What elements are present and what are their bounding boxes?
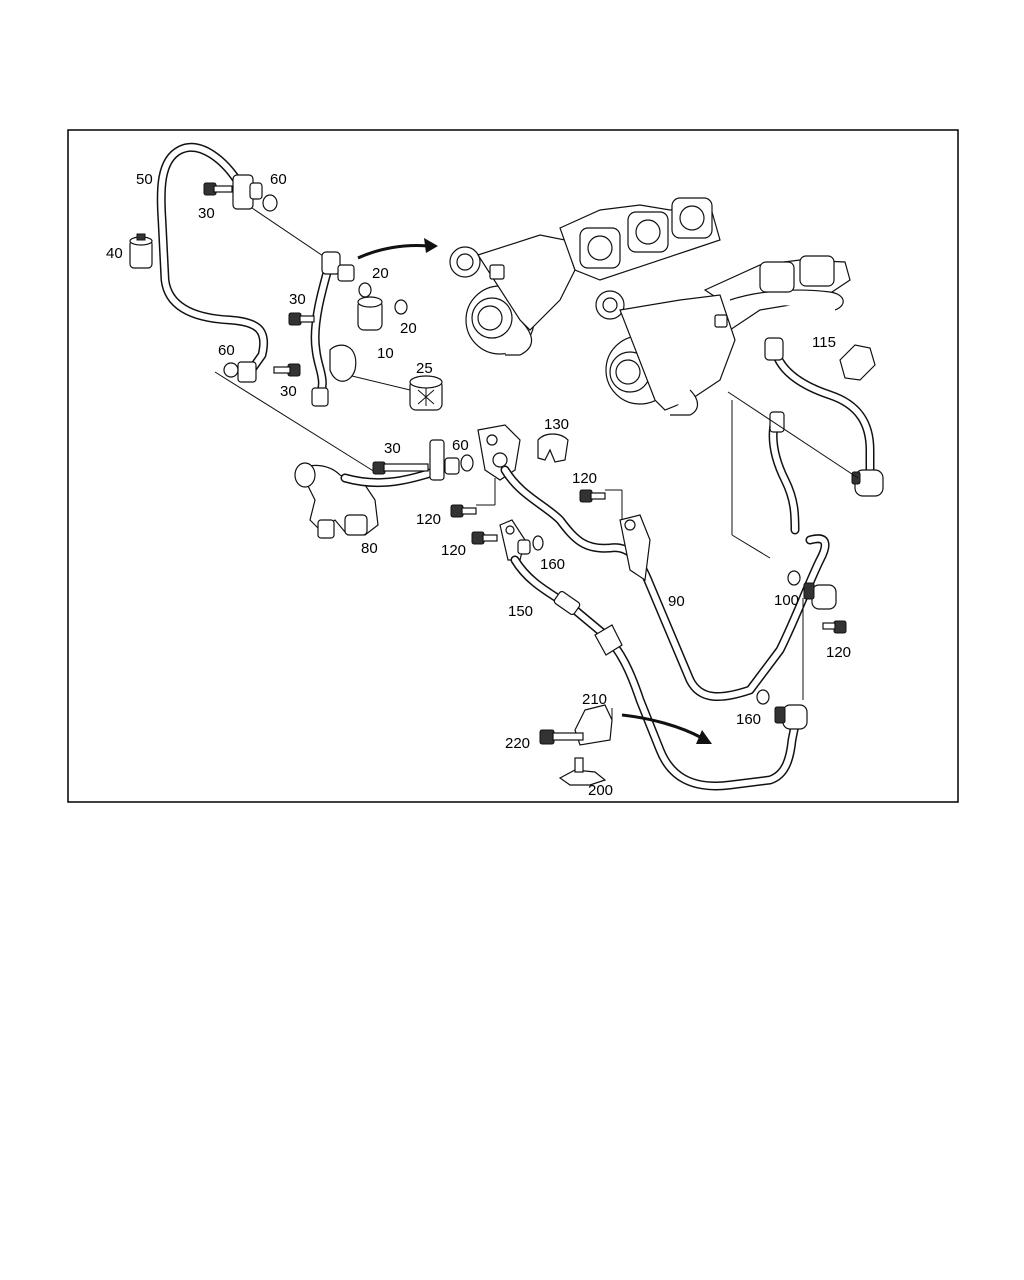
o-ring-20-lower bbox=[394, 299, 408, 315]
callout-80: 80 bbox=[361, 540, 378, 557]
coolant-pipe-middle bbox=[340, 439, 460, 488]
callout-115: 115 bbox=[812, 334, 836, 351]
o-ring-100 bbox=[787, 570, 801, 586]
callout-60-center: 60 bbox=[452, 437, 469, 454]
o-ring-20-upper bbox=[358, 282, 372, 298]
coolant-pipe-150 bbox=[499, 519, 808, 791]
callout-210: 210 bbox=[582, 691, 607, 708]
callout-120-upper: 120 bbox=[572, 470, 597, 487]
adapter-80 bbox=[294, 462, 379, 539]
clip-130 bbox=[537, 433, 569, 463]
bolt-120-right bbox=[822, 620, 847, 634]
callout-30-middle: 30 bbox=[289, 291, 306, 308]
callout-40: 40 bbox=[106, 245, 123, 262]
callout-10: 10 bbox=[377, 345, 394, 362]
callout-30-upper: 30 bbox=[198, 205, 215, 222]
bolt-30-middle bbox=[288, 312, 315, 326]
callout-160-middle: 160 bbox=[540, 556, 565, 573]
callout-90: 90 bbox=[668, 593, 685, 610]
bolt-30-upper bbox=[203, 182, 233, 196]
turbocharger-right bbox=[595, 255, 851, 416]
bolt-120-upper bbox=[579, 489, 606, 503]
sleeve-40 bbox=[129, 233, 153, 269]
callout-30-center: 30 bbox=[384, 440, 401, 457]
coolant-pipe-10 bbox=[310, 251, 383, 407]
bolt-220 bbox=[539, 729, 584, 745]
callout-100: 100 bbox=[774, 592, 799, 609]
callout-20-lower: 20 bbox=[400, 320, 417, 337]
callout-25: 25 bbox=[416, 360, 433, 377]
bolt-120-left bbox=[450, 504, 477, 518]
callout-120-left: 120 bbox=[416, 511, 441, 528]
coolant-pipe-90 bbox=[477, 424, 837, 702]
direction-arrow-lower bbox=[621, 713, 712, 744]
callout-200: 200 bbox=[588, 782, 613, 799]
callout-120-lower: 120 bbox=[441, 542, 466, 559]
callout-60-lower: 60 bbox=[218, 342, 235, 359]
callout-130: 130 bbox=[544, 416, 569, 433]
diagram-frame bbox=[67, 129, 959, 803]
o-ring-60-upper bbox=[262, 194, 278, 212]
callout-220: 220 bbox=[505, 735, 530, 752]
o-ring-60-center bbox=[460, 454, 474, 472]
callout-120-right: 120 bbox=[826, 644, 851, 661]
callout-labels: 50 60 30 40 20 30 20 10 60 30 25 115 130… bbox=[106, 171, 851, 799]
bolt-30-center bbox=[372, 461, 429, 475]
o-ring-60-lower bbox=[223, 362, 239, 378]
callout-60-upper: 60 bbox=[270, 171, 287, 188]
turbocharger-left bbox=[449, 197, 721, 356]
o-ring-160-lower bbox=[756, 689, 770, 705]
bolt-30-lower bbox=[273, 363, 301, 377]
clamp-200 bbox=[558, 757, 607, 786]
bracket-210 bbox=[574, 704, 613, 746]
callout-30-lower: 30 bbox=[280, 383, 297, 400]
bolt-120-lower bbox=[471, 531, 498, 545]
callout-160-lower: 160 bbox=[736, 711, 761, 728]
callout-150: 150 bbox=[508, 603, 533, 620]
callout-20-upper: 20 bbox=[372, 265, 389, 282]
o-ring-160-middle bbox=[532, 535, 544, 551]
callout-50: 50 bbox=[136, 171, 153, 188]
direction-arrow-upper bbox=[357, 238, 438, 260]
coolant-pipe-115 bbox=[764, 337, 884, 535]
filter-25 bbox=[409, 375, 443, 411]
